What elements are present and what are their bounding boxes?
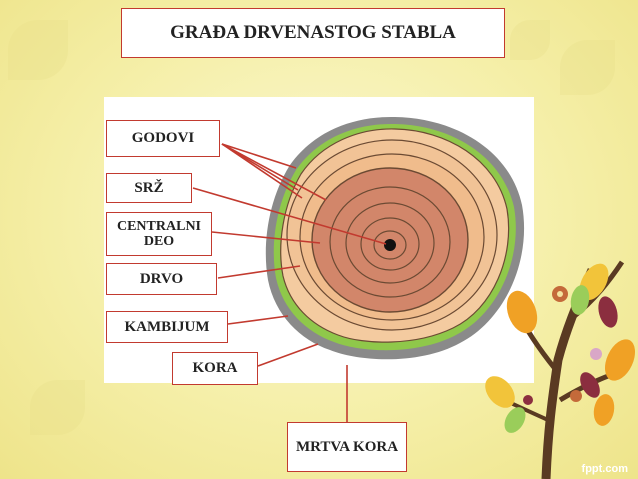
background-leaf — [8, 20, 68, 80]
background-leaf — [510, 20, 550, 60]
leaf-green — [570, 285, 590, 315]
leader-line-drvo — [217, 265, 301, 279]
watermark-text: fppt.com — [581, 463, 628, 475]
leader-line-godovi — [221, 143, 297, 169]
leader-line-srz — [192, 187, 387, 245]
heartwood-ring — [373, 230, 407, 260]
label-drvo: DRVO — [106, 263, 217, 295]
leaf-orange — [604, 339, 636, 381]
background-leaf — [560, 40, 615, 95]
leaf-green — [504, 407, 526, 433]
label-kambijum: KAMBIJUM — [106, 311, 228, 343]
leader-line-godovi — [221, 143, 327, 201]
heartwood-ring — [329, 186, 451, 298]
label-godovi: GODOVI — [106, 120, 220, 157]
background-leaf — [30, 380, 85, 435]
label-kora: KORA — [172, 352, 258, 385]
label-mrtva-kora: MRTVA KORA — [287, 422, 407, 472]
label-srz: SRŽ — [106, 173, 192, 203]
flower-center — [557, 291, 563, 297]
leader-line-kora — [257, 343, 319, 367]
leader-line-kambijum — [227, 315, 289, 325]
leader-line-centralni — [211, 231, 321, 244]
leaf-dark-red — [598, 296, 618, 328]
page-title: GRAĐA DRVENASTOG STABLA — [121, 8, 505, 58]
leaf-orange — [506, 290, 538, 334]
leaf-orange — [593, 394, 615, 426]
leaf-dark-red — [580, 372, 600, 398]
decorative-tree-illustration — [485, 260, 636, 479]
flower-icon — [590, 348, 602, 360]
pith — [384, 239, 396, 251]
flower-icon — [570, 390, 582, 402]
heartwood-ring — [360, 217, 420, 271]
leader-line-godovi — [221, 143, 303, 199]
flower-icon — [523, 395, 533, 405]
label-centralni-deo: CENTRALNI DEO — [106, 212, 212, 256]
heartwood-ring — [345, 202, 435, 284]
leaf-yellow — [485, 376, 515, 408]
